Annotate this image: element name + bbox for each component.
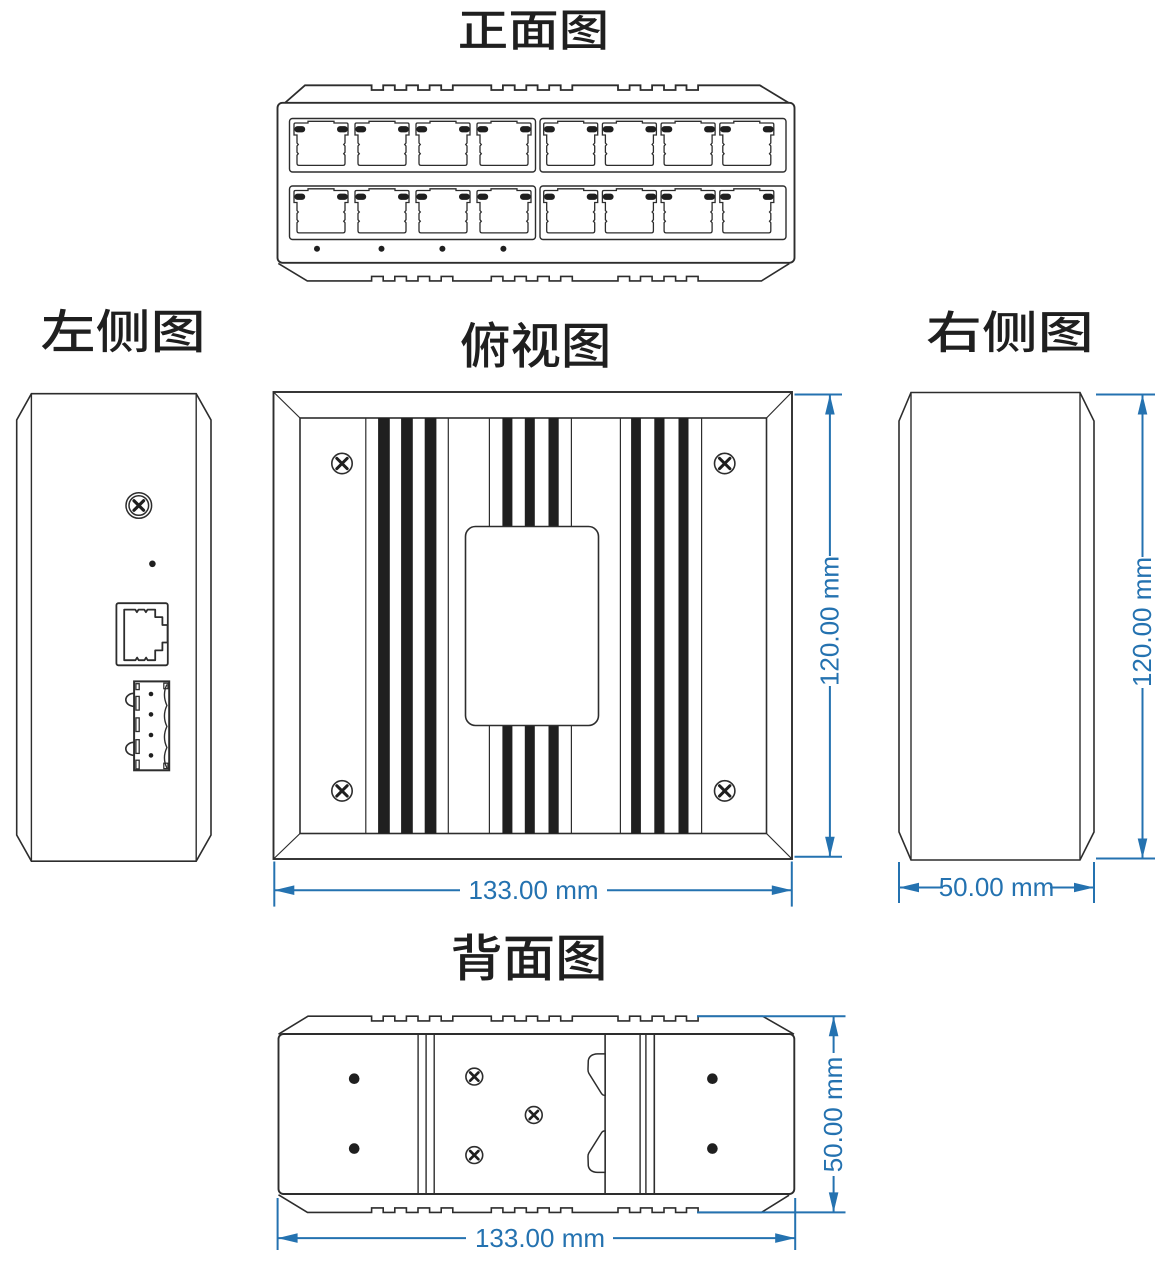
svg-text:120.00 mm: 120.00 mm: [815, 556, 845, 686]
svg-text:50.00 mm: 50.00 mm: [939, 872, 1055, 902]
svg-text:50.00 mm: 50.00 mm: [818, 1057, 848, 1173]
svg-text:133.00 mm: 133.00 mm: [468, 875, 598, 905]
svg-text:133.00 mm: 133.00 mm: [475, 1223, 605, 1253]
svg-text:120.00 mm: 120.00 mm: [1127, 557, 1157, 687]
